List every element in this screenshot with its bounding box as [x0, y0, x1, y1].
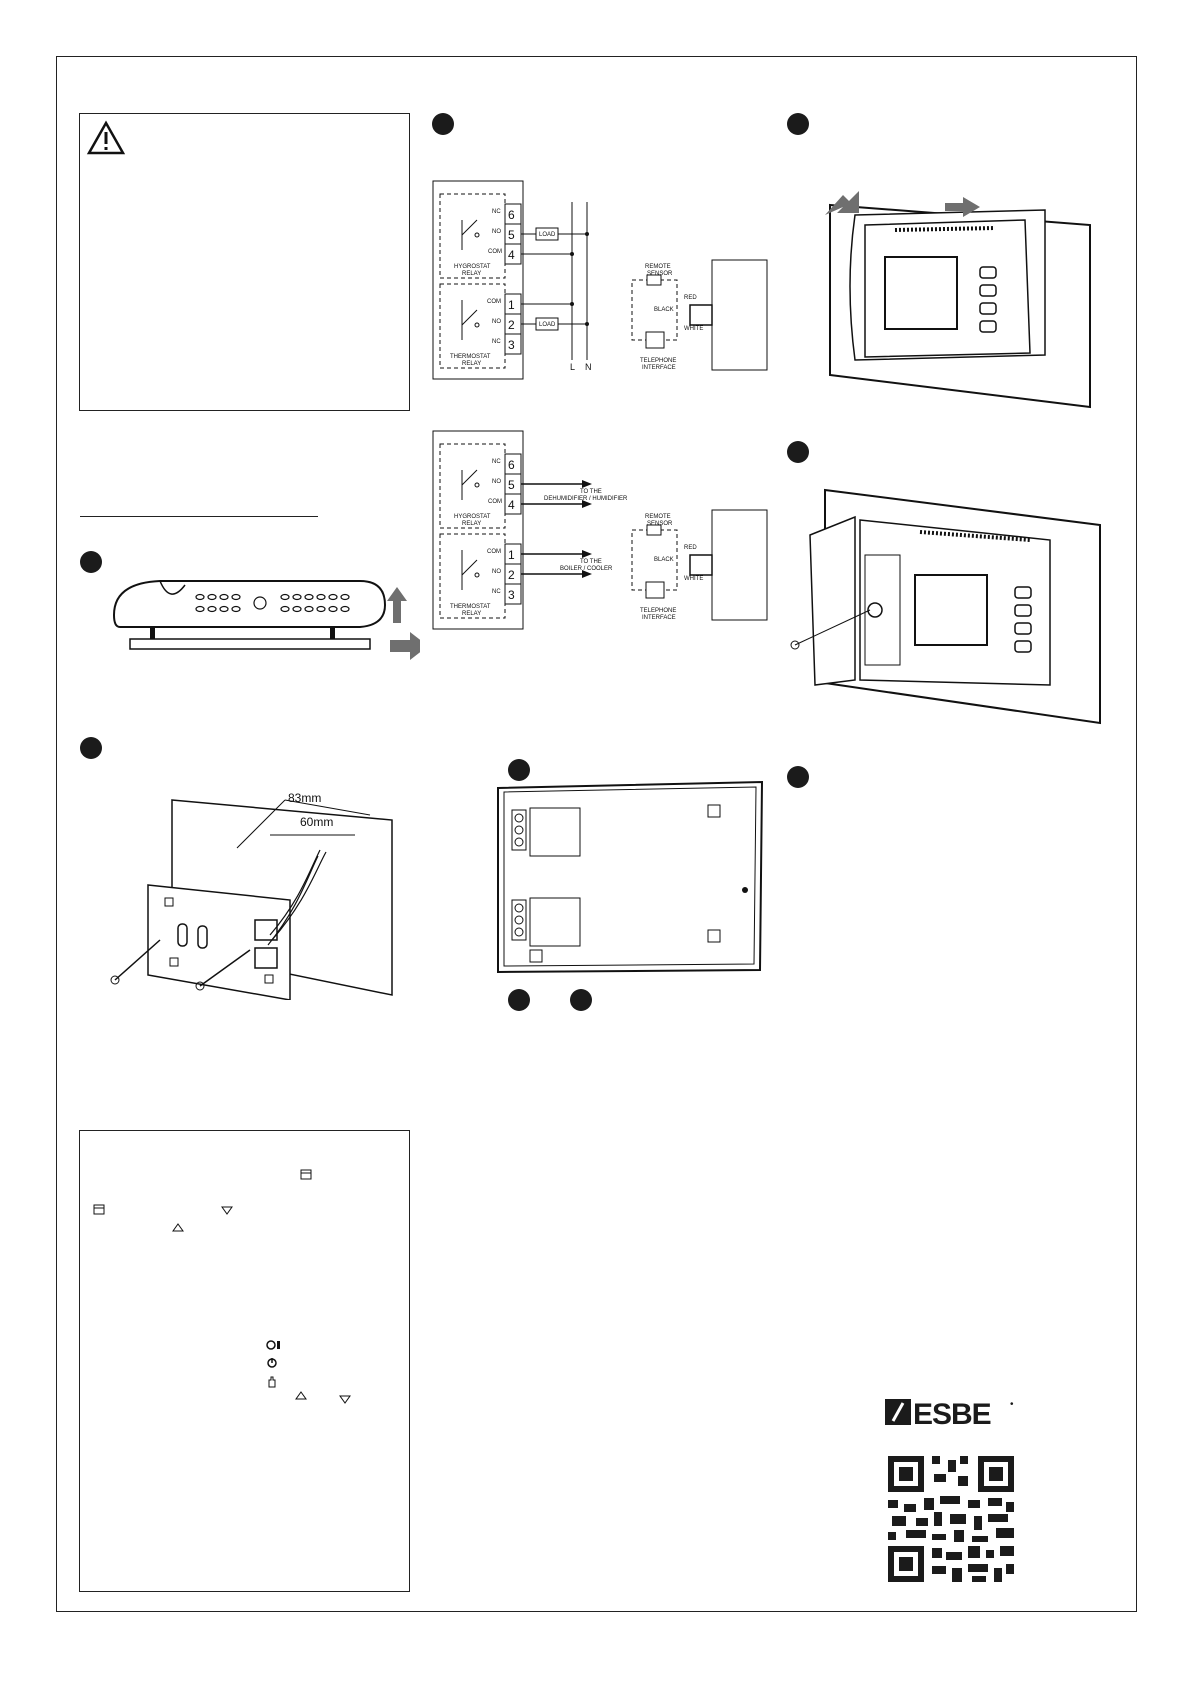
step-marker — [508, 759, 530, 781]
terminal-2: 2 — [508, 318, 515, 332]
remote-sensor-label: REMOTE — [645, 514, 671, 520]
wire-red-label: RED — [684, 545, 697, 551]
thermostat-front-2-open — [790, 488, 1101, 725]
relay-label: THERMOSTAT — [450, 604, 491, 610]
terminal-2: 2 — [508, 568, 515, 582]
up-triangle-icon — [295, 1391, 307, 1400]
load-label: LOAD — [539, 232, 556, 238]
relay-label: RELAY — [462, 611, 481, 617]
calendar-icon — [300, 1169, 312, 1180]
relay-label: HYGROSTAT — [454, 264, 491, 270]
esbe-logo-mark: ESBE • — [885, 1398, 1014, 1431]
clock-mode-icon — [266, 1340, 280, 1350]
telephone-label: TELEPHONE — [640, 358, 676, 364]
wire-white-label: WHITE — [684, 326, 703, 332]
contact-label: COM — [488, 499, 502, 505]
boiler-label: BOILER / COOLER — [560, 566, 613, 572]
remote-sensor-label: SENSOR — [647, 521, 673, 527]
line-l-label: L — [570, 362, 575, 372]
relay-label: RELAY — [462, 521, 481, 527]
telephone-label: TELEPHONE — [640, 608, 676, 614]
contact-label: NO — [492, 319, 501, 325]
terminal-6: 6 — [508, 208, 515, 222]
down-triangle-icon — [221, 1206, 233, 1215]
wire-black-label: BLACK — [654, 557, 674, 563]
page-frame — [56, 56, 1137, 1612]
power-icon — [267, 1358, 277, 1368]
device-side-view — [112, 580, 420, 660]
wire-white-label: WHITE — [684, 576, 703, 582]
qr-code — [888, 1456, 1014, 1582]
thermostat-front-1 — [825, 191, 1091, 409]
brand-mark: • — [1010, 1399, 1014, 1410]
back-plate-drawing — [497, 780, 764, 974]
step-marker — [787, 441, 809, 463]
line-n-label: N — [585, 362, 592, 372]
telephone-label: INTERFACE — [642, 365, 676, 371]
wiring-diagram-2: 6 5 4 1 2 3 NC NO COM COM NO NC HYGROSTA… — [432, 430, 768, 630]
terminal-5: 5 — [508, 228, 515, 242]
contact-label: NO — [492, 229, 501, 235]
step-marker — [570, 989, 592, 1011]
contact-label: NC — [492, 459, 501, 465]
dehumidifier-label: DEHUMIDIFIER / HUMIDIFIER — [544, 496, 628, 502]
up-arrow — [387, 587, 407, 623]
wire-black-label: BLACK — [654, 307, 674, 313]
warning-box — [79, 113, 410, 411]
remote-sensor-label: SENSOR — [647, 271, 673, 277]
terminal-1: 1 — [508, 298, 515, 312]
remote-sensor-label: REMOTE — [645, 264, 671, 270]
warning-triangle-icon — [86, 120, 126, 155]
dehumidifier-label: TO THE — [580, 489, 602, 495]
esbe-logo: ESBE • — [885, 1397, 1017, 1431]
program-box — [79, 1130, 410, 1592]
boiler-label: TO THE — [580, 559, 602, 565]
contact-label: NO — [492, 569, 501, 575]
contact-label: NC — [492, 209, 501, 215]
contact-label: NC — [492, 339, 501, 345]
contact-label: COM — [487, 549, 501, 555]
contact-label: NO — [492, 479, 501, 485]
terminal-1: 1 — [508, 548, 515, 562]
step-marker — [787, 766, 809, 788]
calendar-icon — [93, 1204, 105, 1215]
wire-red-label: RED — [684, 295, 697, 301]
step-marker — [432, 113, 454, 135]
terminal-4: 4 — [508, 248, 515, 262]
terminal-3: 3 — [508, 338, 515, 352]
step-marker — [80, 551, 102, 573]
up-triangle-icon — [172, 1223, 184, 1232]
dimension-60mm: 60mm — [300, 815, 333, 829]
contact-label: NC — [492, 589, 501, 595]
load-label: LOAD — [539, 322, 556, 328]
relay-label: THERMOSTAT — [450, 354, 491, 360]
relay-label: RELAY — [462, 361, 481, 367]
terminal-3: 3 — [508, 588, 515, 602]
telephone-label: INTERFACE — [642, 615, 676, 621]
contact-label: COM — [487, 299, 501, 305]
wiring-diagram-1: 6 5 4 1 2 3 NC NO COM COM NO NC HYGROSTA… — [432, 180, 768, 380]
terminal-5: 5 — [508, 478, 515, 492]
step-marker — [80, 737, 102, 759]
contact-label: COM — [488, 249, 502, 255]
down-triangle-icon — [339, 1395, 351, 1404]
step-marker — [787, 113, 809, 135]
step-marker — [508, 989, 530, 1011]
terminal-4: 4 — [508, 498, 515, 512]
section-divider — [80, 516, 318, 517]
relay-label: HYGROSTAT — [454, 514, 491, 520]
relay-label: RELAY — [462, 271, 481, 277]
terminal-6: 6 — [508, 458, 515, 472]
mounting-plate-drawing: 83mm 60mm — [110, 791, 393, 1000]
manual-hand-icon — [268, 1376, 276, 1388]
dimension-83mm: 83mm — [288, 791, 321, 805]
brand-name: ESBE — [913, 1398, 991, 1429]
